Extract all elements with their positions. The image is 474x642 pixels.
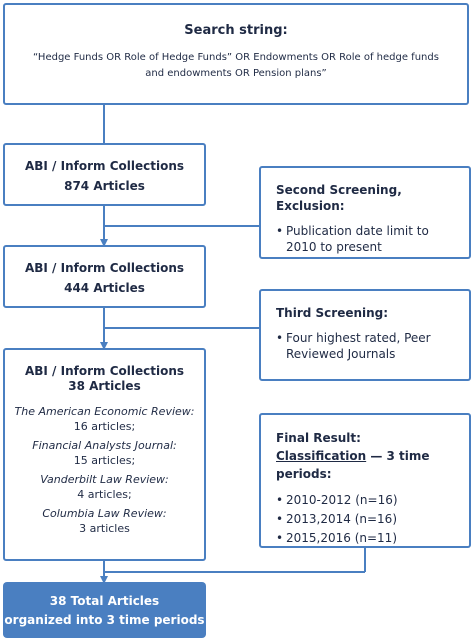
list-item: • 2013,2014 (n=16) — [276, 510, 459, 529]
journal-article-count: 3 articles — [79, 522, 130, 535]
bullet-icon: • — [276, 224, 284, 238]
third-screening-bullet: Four highest rated, Peer Reviewed Journa… — [286, 331, 431, 361]
second-screening-box: Second Screening, Exclusion: • Publicati… — [259, 166, 471, 259]
list-item: • Publication date limit to 2010 to pres… — [276, 223, 455, 255]
collection-count: 444 Articles — [64, 281, 145, 295]
list-item: • 2010-2012 (n=16) — [276, 491, 459, 510]
collection-count: 38 Articles — [68, 379, 141, 393]
journal-name: Vanderbilt Law Review: — [40, 473, 169, 486]
total-articles-line1: 38 Total Articles — [49, 594, 160, 608]
collection-box-38: ABI / Inform Collections 38 Articles The… — [3, 348, 206, 561]
collection-title: ABI / Inform Collections — [24, 261, 185, 275]
bullet-icon: • — [276, 331, 284, 345]
time-period: 2015,2016 (n=11) — [286, 531, 397, 545]
third-screening-box: Third Screening: • Four highest rated, P… — [259, 289, 471, 381]
journal-name: Columbia Law Review: — [42, 507, 167, 520]
second-screening-title: Second Screening, Exclusion: — [276, 183, 402, 213]
search-string-box: Search string: “Hedge Funds OR Role of H… — [3, 3, 469, 105]
journal-entry: Financial Analysts Journal: 15 articles; — [5, 438, 204, 468]
final-result-title: Final Result: — [276, 431, 361, 445]
total-articles-line2: organized into 3 time periods — [4, 613, 205, 627]
journal-article-count: 16 articles; — [73, 420, 136, 433]
time-period: 2010-2012 (n=16) — [286, 493, 398, 507]
journal-article-count: 15 articles; — [73, 454, 136, 467]
list-item: • Four highest rated, Peer Reviewed Jour… — [276, 330, 455, 362]
third-screening-title: Third Screening: — [276, 306, 389, 320]
time-period: 2013,2014 (n=16) — [286, 512, 397, 526]
journal-name: The American Economic Review: — [14, 405, 195, 418]
collection-box-874: ABI / Inform Collections 874 Articles — [3, 143, 206, 206]
classification-line: Classification — 3 time periods: — [276, 447, 459, 483]
list-item: • 2015,2016 (n=11) — [276, 529, 459, 548]
classification-label: Classification — [276, 449, 367, 463]
journal-entry: Vanderbilt Law Review: 4 articles; — [5, 472, 204, 502]
bullet-icon: • — [276, 531, 284, 545]
bullet-icon: • — [276, 493, 284, 507]
journal-entry: The American Economic Review: 16 article… — [5, 404, 204, 434]
total-articles-box: 38 Total Articles organized into 3 time … — [3, 582, 206, 638]
classification-rest: — 3 time periods: — [276, 449, 430, 481]
journal-entry: Columbia Law Review: 3 articles — [5, 506, 204, 536]
second-screening-bullet: Publication date limit to 2010 to presen… — [286, 224, 429, 254]
bullet-icon: • — [276, 512, 284, 526]
collection-count: 874 Articles — [64, 179, 145, 193]
collection-title: ABI / Inform Collections — [24, 159, 185, 173]
journal-name: Financial Analysts Journal: — [32, 439, 177, 452]
collection-title: ABI / Inform Collections — [24, 364, 185, 378]
search-string-text: “Hedge Funds OR Role of Hedge Funds” OR … — [33, 52, 439, 79]
search-string-title: Search string: — [184, 23, 288, 38]
collection-box-444: ABI / Inform Collections 444 Articles — [3, 245, 206, 308]
final-result-box: Final Result: Classification — 3 time pe… — [259, 413, 471, 548]
journal-article-count: 4 articles; — [77, 488, 132, 501]
